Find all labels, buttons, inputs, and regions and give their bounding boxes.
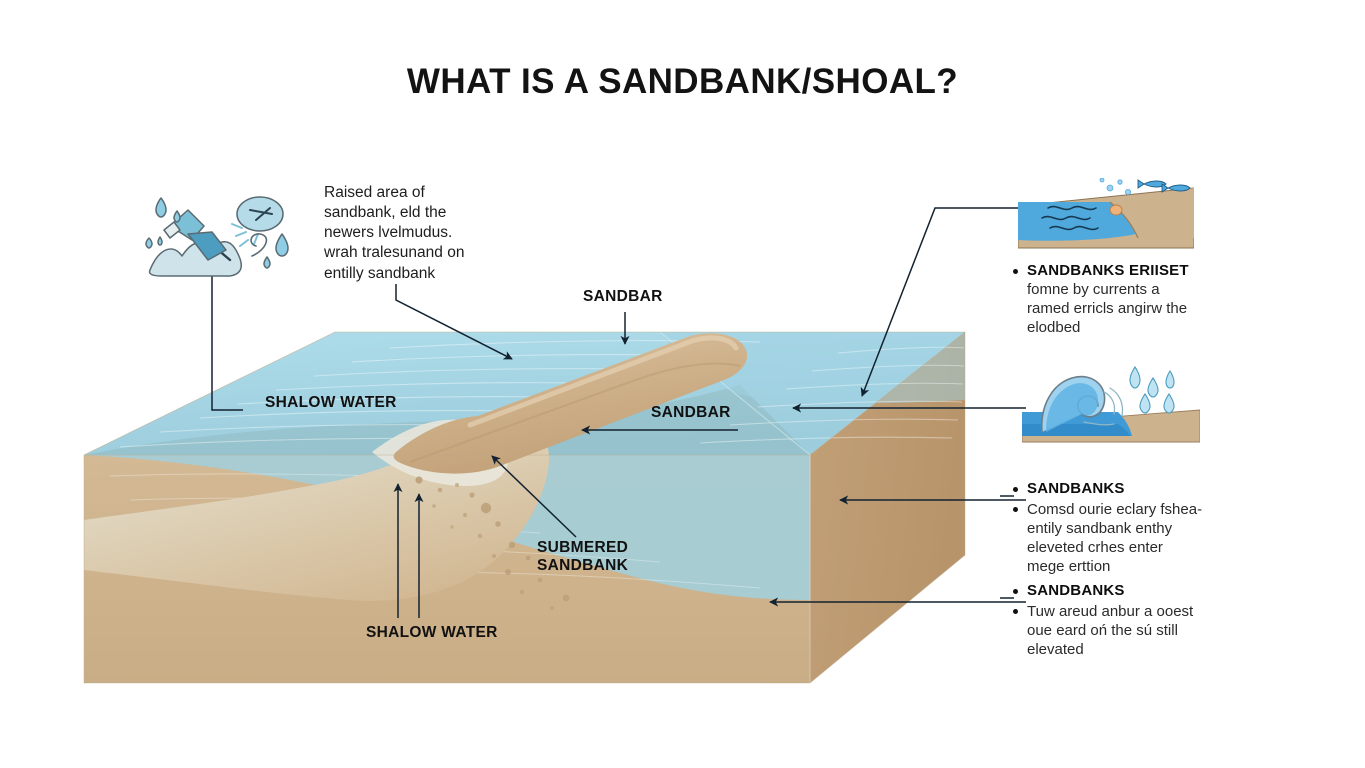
bullet-icon bbox=[1013, 507, 1018, 513]
right-block-2-body: Comsd ourie eclary fshea- entily sandban… bbox=[1027, 501, 1249, 577]
right-block-3-line-3: elevated bbox=[1027, 641, 1084, 659]
leader-inset-cross-section bbox=[860, 207, 1022, 397]
right-block-1-line-2: ramed erricls angirw the bbox=[1027, 300, 1188, 318]
annotation-left-text: Raised area of sandbank, eld the newers … bbox=[324, 183, 494, 284]
label-submerged-sandbank: SUBMERED SANDBANK bbox=[537, 539, 629, 574]
coastal-cross-section-with-fish-icon bbox=[1018, 178, 1194, 256]
right-block-3-heading: SANDBANKS bbox=[1027, 582, 1125, 599]
right-block-3-body: Tuw areud anbur a ooest oue eard oń the … bbox=[1027, 603, 1249, 660]
right-block-2-line-4: mege erttion bbox=[1027, 557, 1111, 575]
right-block-2-line-3: eleveted crhes enter bbox=[1027, 539, 1163, 557]
annotation-left-line-3: newers lvelmudus. bbox=[324, 224, 453, 242]
right-block-sandbanks-erilset: SANDBANKS ERIISET fomne by currents a ra… bbox=[1013, 262, 1249, 338]
bullet-icon bbox=[1013, 609, 1018, 615]
abstract-water-sketch-icon bbox=[134, 172, 304, 287]
bullet-icon bbox=[1013, 487, 1018, 492]
label-shallow-water-top: SHALOW WATER bbox=[265, 394, 397, 411]
right-block-1-heading: SANDBANKS ERIISET bbox=[1027, 262, 1189, 279]
right-block-1-body: fomne by currents a ramed erricls angirw… bbox=[1027, 281, 1249, 338]
water-volume bbox=[84, 332, 965, 683]
block-sand-base bbox=[84, 332, 965, 683]
label-sandbar-top: SANDBAR bbox=[583, 288, 663, 305]
label-sandbar-mid: SANDBAR bbox=[651, 404, 731, 421]
leader-submerged bbox=[491, 455, 577, 538]
water-striations-top bbox=[119, 340, 965, 448]
right-block-2-heading: SANDBANKS bbox=[1027, 480, 1125, 497]
leader-left-text bbox=[395, 284, 513, 360]
right-block-3-line-1: Tuw areud anbur a ooest bbox=[1027, 603, 1194, 621]
right-block-2-line-2: entily sandbank enthy bbox=[1027, 520, 1173, 538]
annotation-left-line-5: entilly sandbank bbox=[324, 264, 436, 282]
page-title: WHAT IS A SANDBANK/SHOAL? bbox=[406, 62, 959, 101]
bullet-icon bbox=[1013, 589, 1018, 594]
right-block-sandbanks-elevated: SANDBANKS Tuw areud anbur a ooest oue ea… bbox=[1013, 582, 1249, 660]
bullet-icon bbox=[1013, 269, 1018, 274]
right-block-1-line-1: fomne by currents a bbox=[1027, 281, 1160, 299]
block-outline bbox=[83, 331, 966, 684]
annotation-left-line-1: Raised area of bbox=[324, 184, 425, 201]
annotation-left-line-2: sandbank, eld the bbox=[324, 204, 447, 222]
right-block-3-line-2: oue eard oń the sú still bbox=[1027, 622, 1178, 640]
annotation-left-line-4: wrah tralesunand on bbox=[324, 244, 465, 262]
breaking-wave-icon bbox=[1022, 362, 1200, 448]
label-shallow-water-bottom: SHALOW WATER bbox=[366, 624, 498, 641]
right-block-sandbanks-shallow: SANDBANKS Comsd ourie eclary fshea- enti… bbox=[1013, 480, 1249, 577]
right-block-1-line-3: elodbed bbox=[1027, 319, 1081, 337]
right-block-2-line-1: Comsd ourie eclary fshea- bbox=[1027, 501, 1203, 519]
submerged-sandbank-mound bbox=[84, 414, 570, 610]
